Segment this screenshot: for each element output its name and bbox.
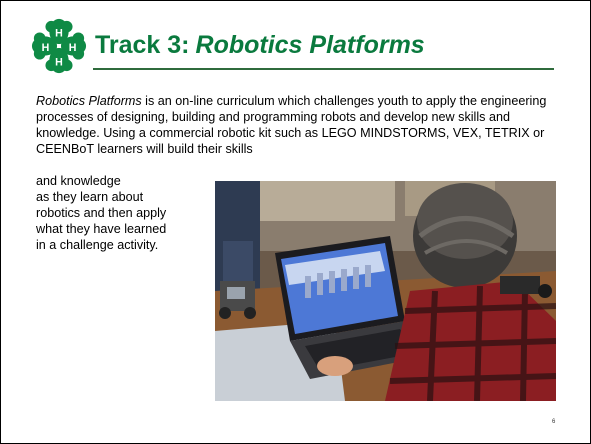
4h-clover-logo-icon: H H H H [31,18,87,74]
title-prefix: Track 3: [95,31,190,59]
robotics-classroom-photo [215,181,556,401]
body-rest: is an on-line curriculum which challenge… [36,94,547,156]
body-lead-italic: Robotics Platforms [36,94,142,108]
svg-text:H: H [42,42,50,54]
title-underline [93,68,554,70]
svg-text:H: H [55,56,63,68]
svg-text:H: H [55,27,63,39]
wrap-line: in a challenge activity. [36,238,159,252]
wrap-line: what they have learned [36,222,167,236]
page-number: 6 [552,419,556,425]
svg-text:H: H [69,42,77,54]
wrapped-paragraph: and knowledge as they learn about roboti… [36,173,206,253]
wrap-line: robotics and then apply [36,206,167,220]
body-paragraph: Robotics Platforms is an on-line curricu… [36,93,561,157]
slide-title: Track 3:Robotics Platforms [95,31,425,60]
title-emphasis: Robotics Platforms [195,31,425,59]
wrap-line: as they learn about [36,190,144,204]
wrap-line: and knowledge [36,174,121,188]
